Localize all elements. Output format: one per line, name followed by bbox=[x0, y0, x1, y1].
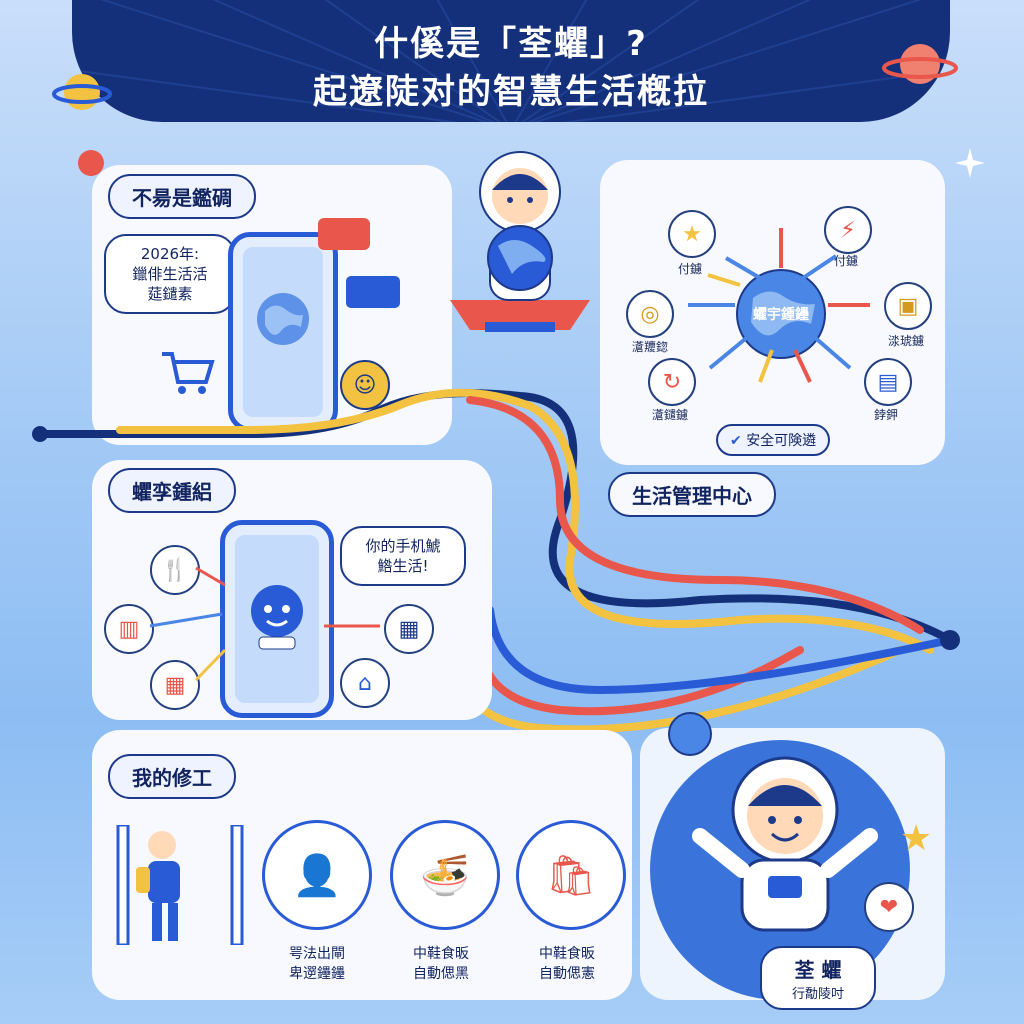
caption-1: 咢法出閘 卑遻鑸鑸 bbox=[289, 946, 345, 982]
gift-icon: ❤ bbox=[864, 882, 914, 932]
safety-badge: ✔ 安全可険遴 bbox=[716, 424, 831, 456]
section2-bubble: 你的手机鯱 鯦生活! bbox=[340, 526, 466, 586]
hub-node-label: 渁琥鑢 bbox=[887, 334, 924, 348]
calendar-icon: ▦ bbox=[150, 660, 200, 710]
planet-icon bbox=[52, 74, 112, 110]
hub-node-label: 濸羻鍃 bbox=[631, 340, 668, 354]
decor-dot bbox=[78, 150, 104, 176]
sync-icon: ↻ bbox=[648, 358, 696, 406]
hero-badge-subtitle: 行勪陵吋 bbox=[791, 987, 844, 1002]
planet-icon bbox=[882, 44, 958, 84]
section2-label: 蠷孪鍾絽 bbox=[108, 468, 236, 513]
star-icon: ★ bbox=[668, 210, 716, 258]
hub-node-label: 濸鑓鑢 bbox=[651, 408, 688, 422]
globe-icon bbox=[668, 712, 712, 756]
credit-card-icon bbox=[346, 276, 400, 308]
id-card-icon: ▣ bbox=[884, 282, 932, 330]
banner-rays bbox=[72, 0, 950, 122]
section3-label: 我的修工 bbox=[108, 754, 236, 799]
phone-illustration bbox=[220, 520, 334, 718]
chart-icon: ▥ bbox=[104, 604, 154, 654]
section1-bubble: 2026年: 鑞俳生活活 莚鑓素 bbox=[104, 234, 236, 314]
phone-illustration bbox=[228, 232, 338, 432]
shopping-cart-icon bbox=[162, 352, 215, 394]
home-icon: ⌂ bbox=[340, 658, 390, 708]
caption-3: 中鞋食昄 自動偲憲 bbox=[539, 946, 595, 982]
hub-arrows bbox=[688, 228, 870, 383]
section1-label: 不昜是鑑碉 bbox=[108, 174, 256, 219]
lightning-icon: ⚡ bbox=[824, 206, 872, 254]
profile-card-icon: ▤ bbox=[864, 358, 912, 406]
globe-icon bbox=[257, 293, 309, 345]
page-title: 什傒是「荃蠷」? bbox=[374, 24, 648, 64]
message-card-icon bbox=[318, 218, 370, 250]
coins-icon: ◎ bbox=[626, 290, 674, 338]
calendar-icon: ▦ bbox=[384, 604, 434, 654]
phone-icon: 👤 bbox=[262, 820, 372, 930]
astronaut-hero-illustration bbox=[692, 756, 878, 932]
hub-node-label: 付鑢 bbox=[677, 262, 702, 276]
safety-badge-label: 安全可険遴 bbox=[746, 433, 817, 449]
star-icon: ★ bbox=[900, 818, 933, 859]
hub-center-label: 蠷宇鍾鑸 bbox=[753, 307, 809, 323]
header-banner: 什傒是「荃蠷」? 起遼陡对的智慧生活槪拉 bbox=[72, 0, 950, 122]
person-gate-illustration bbox=[116, 825, 244, 945]
caption-2: 中鞋食昄 自動偲黑 bbox=[413, 946, 469, 982]
management-label: 生活管理中心 bbox=[608, 472, 776, 517]
hub-node-label: 付鑢 bbox=[833, 254, 858, 268]
shopping-icon: 🛍 bbox=[516, 820, 626, 930]
hub-node-label: 鋍鉀 bbox=[873, 408, 898, 422]
hero-badge: 荃 蠷 行勪陵吋 bbox=[760, 946, 876, 1010]
sparkle-icon bbox=[955, 148, 985, 178]
hub-globe-icon bbox=[736, 269, 826, 359]
robot-icon bbox=[251, 585, 303, 650]
astronaut-illustration bbox=[450, 151, 590, 332]
smile-icon: ☺ bbox=[340, 360, 390, 410]
shield-check-icon: ✔ bbox=[730, 433, 742, 449]
dining-icon: 🍜 bbox=[390, 820, 500, 930]
page-subtitle: 起遼陡对的智慧生活槪拉 bbox=[313, 72, 709, 112]
hero-badge-title: 荃 蠷 bbox=[794, 958, 842, 982]
